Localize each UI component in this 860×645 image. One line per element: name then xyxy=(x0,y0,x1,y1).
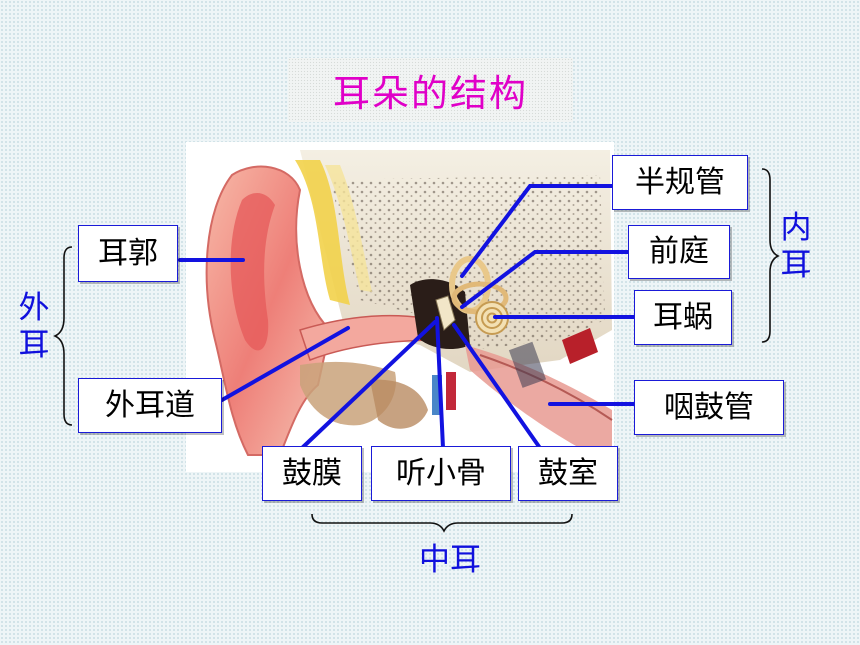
diagram-title: 耳朵的结构 xyxy=(333,72,528,115)
leader-line-vestibule xyxy=(460,250,630,309)
label-cochlea: 耳蜗 xyxy=(634,290,732,345)
middle-ear-brace xyxy=(311,513,573,533)
label-tympanic-cavity: 鼓室 xyxy=(518,446,618,501)
title-panel: 耳朵的结构 xyxy=(288,58,573,122)
vein xyxy=(432,375,442,415)
leader-line-eardrum xyxy=(300,320,437,450)
blood-vessel xyxy=(562,328,598,364)
artery xyxy=(446,372,456,410)
label-vestibule: 前庭 xyxy=(628,225,730,279)
inner-ear-brace xyxy=(761,168,780,343)
label-eustachian-tube: 咽鼓管 xyxy=(634,380,784,435)
tissue-band-inner xyxy=(325,165,372,292)
leader-line-ear-canal xyxy=(220,326,350,402)
bone-texture xyxy=(330,175,605,350)
group-outer-ear: 外 耳 xyxy=(14,290,54,364)
eustachian-tube-shape xyxy=(465,345,612,465)
leader-line-ossicles xyxy=(435,316,445,450)
group-outer-ear-char-2: 耳 xyxy=(18,327,50,364)
label-auricle: 耳郭 xyxy=(78,225,178,282)
tissue-band xyxy=(295,160,350,305)
eustachian-tube-edge xyxy=(479,354,613,421)
label-semicircular-canals: 半规管 xyxy=(612,155,748,210)
nerve-bundle xyxy=(508,341,547,388)
ossicles-shape xyxy=(435,295,456,331)
label-eardrum: 鼓膜 xyxy=(262,446,362,501)
outer-ear-brace xyxy=(53,246,73,426)
auricle-fold xyxy=(230,193,275,351)
group-middle-ear: 中耳 xyxy=(419,542,481,578)
leader-line-tympanic-cavity xyxy=(452,323,542,450)
group-outer-ear-char-1: 外 xyxy=(18,290,50,326)
group-inner-ear-char-2: 耳 xyxy=(780,247,812,284)
leader-line-semicircular-canals xyxy=(460,184,614,278)
tissue-lower-2 xyxy=(370,379,428,429)
group-inner-ear: 内 耳 xyxy=(776,210,816,284)
group-inner-ear-char-1: 内 xyxy=(780,210,812,246)
label-ossicles: 听小骨 xyxy=(371,446,511,501)
tissue-lower xyxy=(300,361,396,426)
label-ear-canal: 外耳道 xyxy=(78,378,222,433)
